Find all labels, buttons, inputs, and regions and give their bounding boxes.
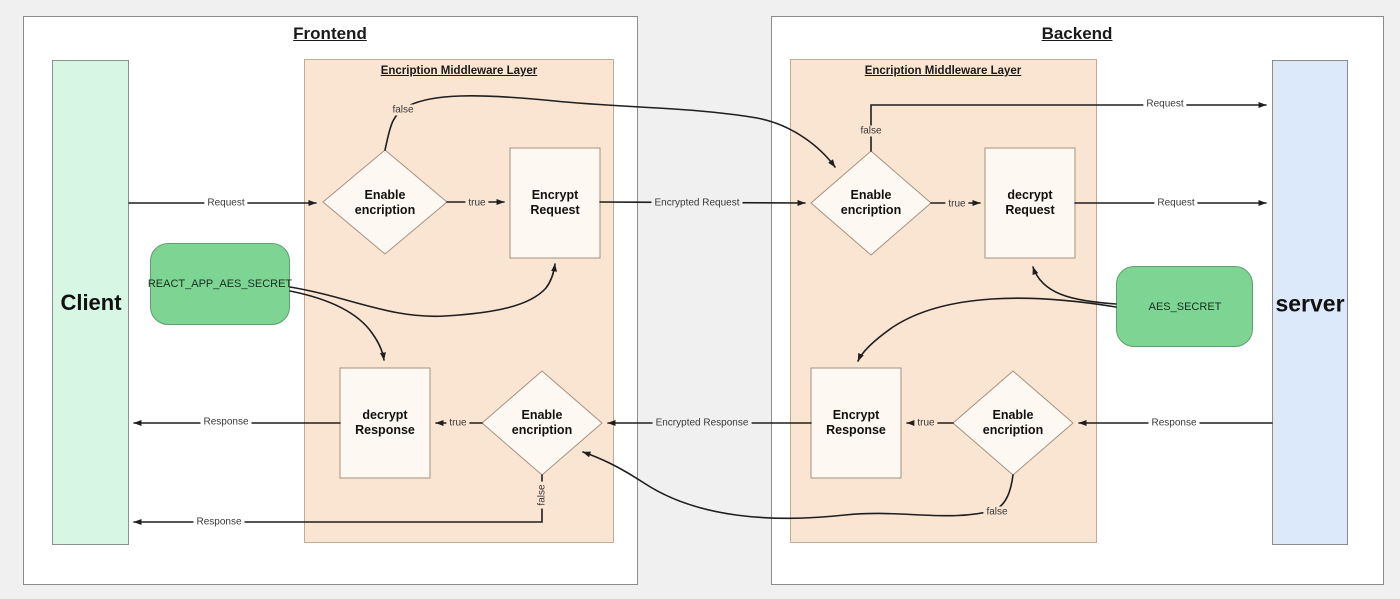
label-request-to-server: Request [1154, 197, 1198, 209]
react-app-aes-secret-box [150, 243, 290, 325]
label-encrypted-response: Encrypted Response [652, 417, 752, 429]
server-box [1272, 60, 1348, 545]
frontend-title: Frontend [293, 24, 367, 43]
edge-aes-secret-to-encrypt-response [857, 297, 1117, 362]
edge-react-secret-to-decrypt-response [289, 290, 386, 361]
label-frontend-true-bottom: true [446, 417, 470, 429]
edge-backend-false-to-frontend-enable [582, 451, 1014, 520]
label-frontend-false-top: false [389, 104, 417, 116]
label-response-from-server: Response [1148, 417, 1200, 429]
frontend-decrypt-response-label: decrypt Response [355, 408, 415, 437]
backend-decrypt-request-node [984, 147, 1076, 259]
client-box [52, 60, 129, 545]
edge-backend-false-request-to-server [870, 102, 1267, 152]
label-backend-true-top: true [945, 198, 969, 210]
react-app-aes-secret-label: REACT_APP_AES_SECRET [147, 278, 293, 290]
edge-frontend-false-to-backend-enable [384, 95, 836, 168]
label-backend-false-bottom: false [983, 506, 1011, 518]
edge-react-secret-to-encrypt-request [289, 263, 558, 318]
label-response-to-client: Response [200, 416, 252, 428]
label-frontend-false-bottom: false [536, 481, 548, 509]
client-label: Client [60, 290, 122, 315]
label-backend-false-top: false [857, 125, 885, 137]
frontend-enable-bottom-label: Enable encription [511, 408, 573, 437]
backend-enable-bottom-label: Enable encription [982, 408, 1044, 437]
backend-enable-top-label: Enable encription [840, 188, 902, 217]
frontend-encrypt-request-label: Encrypt Request [530, 188, 580, 217]
backend-title: Backend [1041, 24, 1113, 43]
label-frontend-true-top: true [465, 197, 489, 209]
aes-secret-box [1116, 266, 1253, 347]
backend-encrypt-response-node [810, 367, 902, 479]
backend-decrypt-request-label: decrypt Request [1005, 188, 1055, 217]
aes-secret-label: AES_SECRET [1148, 301, 1222, 313]
frontend-enable-encryption-bottom-diamond [481, 370, 603, 476]
backend-enable-encryption-bottom-diamond [952, 370, 1074, 476]
label-request-client: Request [204, 197, 248, 209]
label-response-false-to-client: Response [193, 516, 245, 528]
edge-aes-secret-to-decrypt-request [1032, 266, 1117, 305]
frontend-encrypt-request-node [509, 147, 601, 259]
label-backend-true-bottom: true [914, 417, 938, 429]
backend-encrypt-response-label: Encrypt Response [826, 408, 886, 437]
server-label: server [1275, 290, 1345, 317]
frontend-enable-top-label: Enable encription [354, 188, 416, 217]
backend-middleware-title: Encription Middleware Layer [864, 65, 1022, 77]
edge-frontend-false-response-to-client [133, 474, 543, 525]
label-encrypted-request: Encrypted Request [651, 197, 743, 209]
label-request-false-to-server: Request [1143, 98, 1187, 110]
frontend-middleware-title: Encription Middleware Layer [380, 65, 538, 77]
